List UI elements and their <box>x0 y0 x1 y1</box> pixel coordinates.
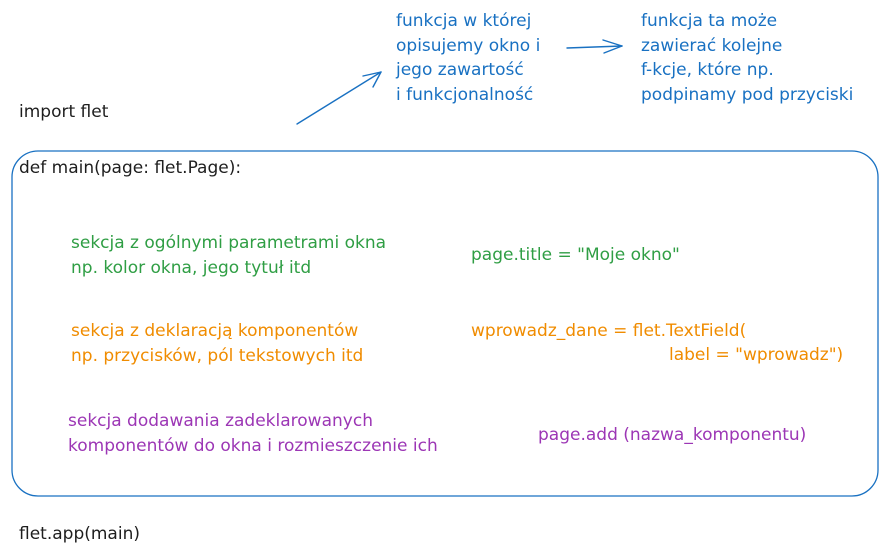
import-line: import flet <box>19 102 109 122</box>
note-line: funkcja ta może <box>641 11 778 31</box>
note-line: i funkcjonalność <box>396 84 534 105</box>
arrow-to-nested-note <box>566 39 623 54</box>
note-line: f-kcje, które np. <box>641 60 774 80</box>
app-line: flet.app(main) <box>19 524 140 544</box>
note-line: opisujemy okno i <box>396 35 541 56</box>
arrow-to-main-note <box>296 71 382 125</box>
note-line: podpinamy pod przyciski <box>641 84 854 105</box>
section-line: sekcja z ogólnymi parametrami okna <box>71 233 387 253</box>
add-code: page.add (nazwa_komponentu) <box>538 425 807 445</box>
note-line: zawierać kolejne <box>641 35 783 56</box>
add-section-label: sekcja dodawania zadeklarowanych komponen… <box>68 409 438 458</box>
main-function-box <box>11 150 879 497</box>
def-main-line: def main(page: flet.Page): <box>19 158 242 178</box>
section-line: sekcja dodawania zadeklarowanych <box>68 411 373 431</box>
textfield-code-line2: label = "wprowadz") <box>669 345 844 365</box>
section-line: np. przycisków, pól tekstowych itd <box>71 345 364 366</box>
note-line: funkcja w której <box>396 11 532 31</box>
nested-functions-note: funkcja ta może zawierać kolejne f-kcje, k… <box>641 9 853 107</box>
title-code: page.title = "Moje okno" <box>471 245 680 265</box>
textfield-code-line1: wprowadz_dane = flet.TextField( <box>471 321 747 341</box>
components-section-label: sekcja z deklaracją komponentów np. przyc… <box>71 319 363 368</box>
section-line: np. kolor okna, jego tytuł itd <box>71 257 312 278</box>
note-line: jego zawartość <box>396 60 524 80</box>
main-function-note: funkcja w której opisujemy okno i jego zaw… <box>396 9 540 107</box>
params-section-label: sekcja z ogólnymi parametrami okna np. ko… <box>71 231 386 280</box>
section-line: sekcja z deklaracją komponentów <box>71 321 359 341</box>
section-line: komponentów do okna i rozmieszczenie ich <box>68 435 438 456</box>
